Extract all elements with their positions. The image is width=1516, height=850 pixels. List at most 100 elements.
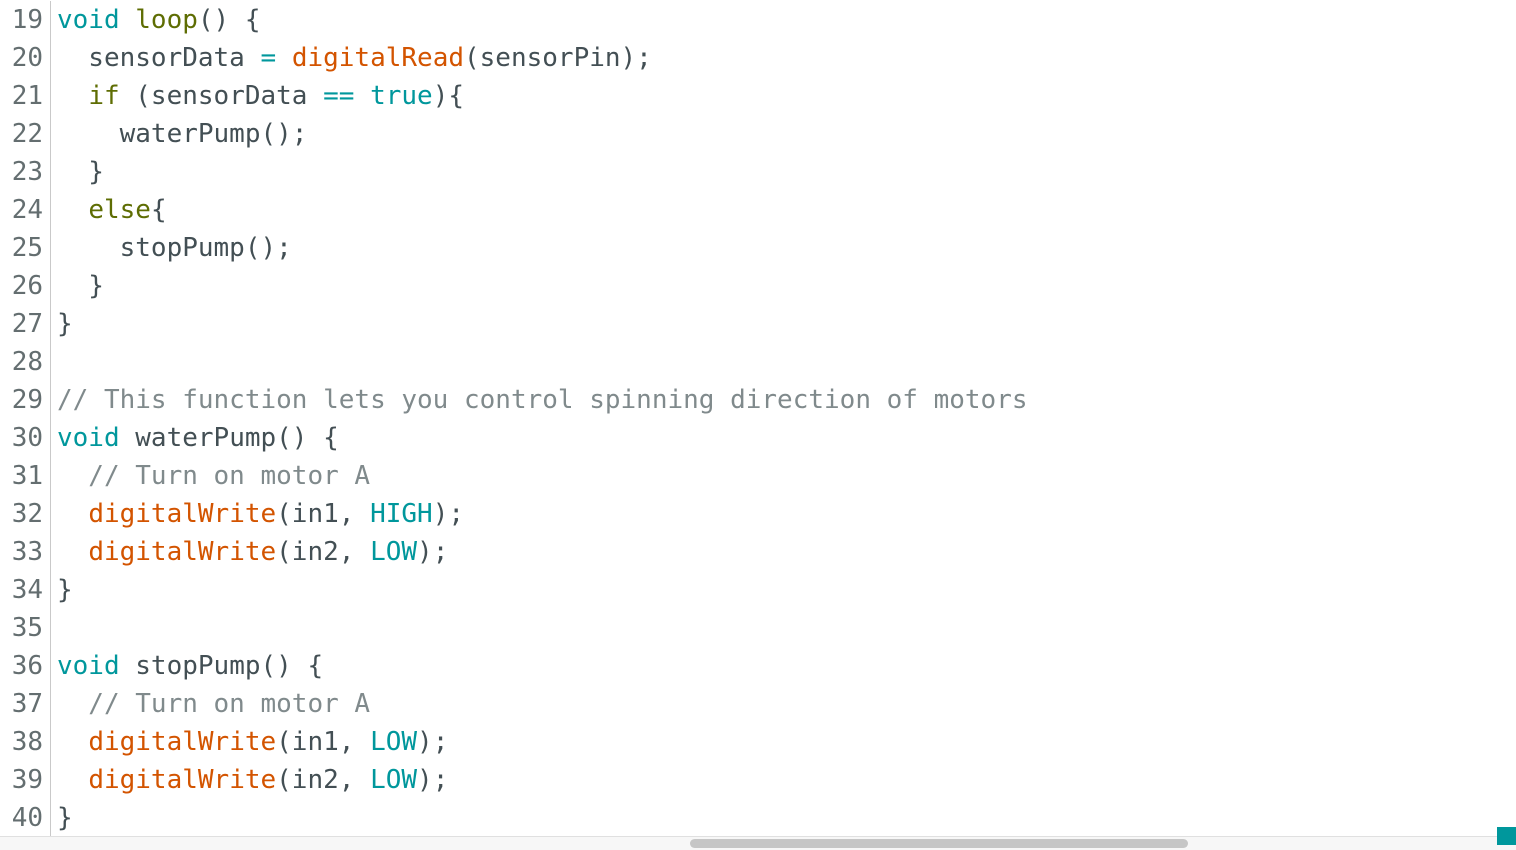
code-line[interactable]: 20 sensorData = digitalRead(sensorPin); — [0, 39, 1516, 77]
code-text[interactable]: // Turn on motor A — [51, 457, 370, 495]
code-text[interactable]: } — [51, 799, 73, 837]
code-token: HIGH — [370, 499, 433, 529]
line-number: 32 — [0, 495, 51, 533]
code-line[interactable]: 29// This function lets you control spin… — [0, 381, 1516, 419]
code-text[interactable]: void stopPump() { — [51, 647, 323, 685]
code-text[interactable]: void waterPump() { — [51, 419, 339, 457]
line-number: 22 — [0, 115, 51, 153]
code-line[interactable]: 38 digitalWrite(in1, LOW); — [0, 723, 1516, 761]
code-token — [57, 537, 88, 567]
code-line[interactable]: 25 stopPump(); — [0, 229, 1516, 267]
code-token: stopPump(); — [57, 233, 292, 263]
code-line[interactable]: 37 // Turn on motor A — [0, 685, 1516, 723]
code-text[interactable]: } — [51, 305, 73, 343]
code-text[interactable]: } — [51, 571, 73, 609]
code-line[interactable]: 23 } — [0, 153, 1516, 191]
code-line[interactable]: 32 digitalWrite(in1, HIGH); — [0, 495, 1516, 533]
line-number: 33 — [0, 533, 51, 571]
line-number: 36 — [0, 647, 51, 685]
code-token: (sensorPin); — [464, 43, 652, 73]
line-number: 25 — [0, 229, 51, 267]
code-text[interactable]: waterPump(); — [51, 115, 308, 153]
code-text[interactable]: void loop() { — [51, 1, 261, 39]
line-number: 34 — [0, 571, 51, 609]
code-text[interactable]: if (sensorData == true){ — [51, 77, 464, 115]
code-token: (in2, — [276, 537, 371, 567]
code-token — [120, 5, 136, 35]
code-line[interactable]: 22 waterPump(); — [0, 115, 1516, 153]
code-text[interactable]: stopPump(); — [51, 229, 292, 267]
code-line[interactable]: 27} — [0, 305, 1516, 343]
code-token: (in1, — [276, 499, 371, 529]
line-number: 24 — [0, 191, 51, 229]
line-number: 20 — [0, 39, 51, 77]
code-text[interactable] — [51, 343, 57, 381]
code-token: sensorData — [57, 43, 261, 73]
code-line[interactable]: 33 digitalWrite(in2, LOW); — [0, 533, 1516, 571]
code-text[interactable]: } — [51, 267, 104, 305]
code-text[interactable]: digitalWrite(in2, LOW); — [51, 761, 448, 799]
code-token: == — [323, 81, 355, 111]
code-token: () { — [197, 5, 261, 35]
code-text[interactable] — [51, 609, 57, 647]
line-number: 23 — [0, 153, 51, 191]
line-number: 31 — [0, 457, 51, 495]
code-token — [57, 727, 88, 757]
line-number: 27 — [0, 305, 51, 343]
horizontal-scrollbar[interactable] — [0, 836, 1516, 850]
code-token: ){ — [432, 81, 465, 111]
code-line[interactable]: 21 if (sensorData == true){ — [0, 77, 1516, 115]
code-token: ); — [417, 727, 449, 757]
line-number: 37 — [0, 685, 51, 723]
code-text[interactable]: digitalWrite(in1, LOW); — [51, 723, 448, 761]
code-token: } — [57, 271, 104, 301]
code-text[interactable]: digitalWrite(in2, LOW); — [51, 533, 448, 571]
code-token: } — [57, 803, 73, 833]
line-number: 28 — [0, 343, 51, 381]
code-token: // Turn on motor A — [57, 461, 371, 491]
horizontal-scrollbar-thumb[interactable] — [690, 839, 1188, 848]
code-token: digitalWrite — [88, 499, 277, 529]
code-text[interactable]: // This function lets you control spinni… — [51, 381, 1028, 419]
code-token: (sensorData — [119, 81, 324, 111]
code-text[interactable]: digitalWrite(in1, HIGH); — [51, 495, 464, 533]
code-token: waterPump(); — [57, 119, 308, 149]
code-line[interactable]: 35 — [0, 609, 1516, 647]
code-token: digitalWrite — [88, 727, 277, 757]
code-token: // Turn on motor A — [57, 689, 371, 719]
code-text[interactable]: // Turn on motor A — [51, 685, 370, 723]
code-line[interactable]: 40} — [0, 799, 1516, 837]
code-token: waterPump() { — [119, 423, 339, 453]
code-token: if — [88, 81, 120, 111]
line-number: 40 — [0, 799, 51, 837]
code-token: { — [150, 195, 167, 225]
code-line[interactable]: 24 else{ — [0, 191, 1516, 229]
line-number: 38 — [0, 723, 51, 761]
code-token: digitalWrite — [88, 765, 277, 795]
code-token: else — [88, 195, 151, 225]
code-token — [57, 499, 88, 529]
code-token — [57, 765, 88, 795]
line-number: 39 — [0, 761, 51, 799]
code-text[interactable]: sensorData = digitalRead(sensorPin); — [51, 39, 652, 77]
code-text[interactable]: else{ — [51, 191, 167, 229]
code-token — [57, 81, 88, 111]
code-token: digitalWrite — [88, 537, 277, 567]
code-line[interactable]: 31 // Turn on motor A — [0, 457, 1516, 495]
code-token — [57, 195, 88, 225]
code-token: digitalRead — [291, 43, 464, 73]
code-token: ); — [417, 537, 449, 567]
code-token: LOW — [370, 765, 418, 795]
code-token: void — [57, 5, 120, 35]
code-text[interactable]: } — [51, 153, 104, 191]
code-token: // This function lets you control spinni… — [57, 385, 1028, 415]
line-number: 35 — [0, 609, 51, 647]
code-line[interactable]: 34} — [0, 571, 1516, 609]
code-line[interactable]: 28 — [0, 343, 1516, 381]
code-line[interactable]: 26 } — [0, 267, 1516, 305]
code-line[interactable]: 39 digitalWrite(in2, LOW); — [0, 761, 1516, 799]
